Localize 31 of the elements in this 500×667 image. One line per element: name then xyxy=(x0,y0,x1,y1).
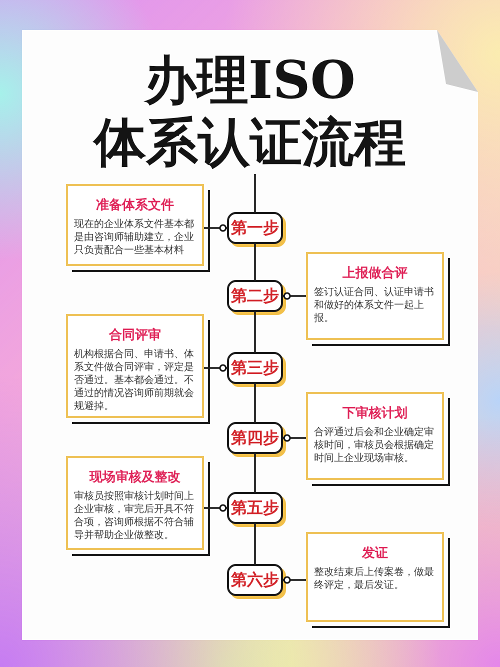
step-title: 现场审核及整改 xyxy=(88,469,182,486)
step-pill: 第六步 xyxy=(227,564,283,596)
step-description: 合评通过后会和企业确定审核时间，审核员会根据确定时间上企业现场审核。 xyxy=(314,426,435,465)
step-pill: 第三步 xyxy=(227,352,283,384)
timeline-line xyxy=(254,174,256,212)
step-title: 上报做合评 xyxy=(342,265,408,282)
connector-line xyxy=(204,504,227,512)
connector-line xyxy=(283,576,306,584)
connector-line xyxy=(283,434,306,442)
timeline-line xyxy=(254,384,256,422)
timeline-line xyxy=(254,312,256,352)
step-pill: 第四步 xyxy=(227,422,283,454)
timeline-line xyxy=(254,244,256,280)
step-description: 审核员按照审核计划时间上企业审核，审完后开具不符合项，咨询师根据不符合辅导并帮助企业做整改。 xyxy=(74,490,195,542)
step-description: 签订认证合同、认证申请书和做好的体系文件一起上报。 xyxy=(314,286,435,325)
step-description: 机构根据合同、申请书、体系文件做合同评审，评定是否通过。基本都会通过。不通过的情况咨询师前期就会规避掉。 xyxy=(74,348,195,413)
connector-line xyxy=(204,224,227,232)
step-pill: 第一步 xyxy=(227,212,283,244)
connector-line xyxy=(283,292,306,300)
step-description: 现在的企业体系文件基本都是由咨询师辅助建立，企业只负责配合一些基本材料 xyxy=(74,218,195,257)
step-pill: 第二步 xyxy=(227,280,283,312)
diagram-title: 办理ISO 体系认证流程 xyxy=(92,50,407,174)
step-description: 整改结束后上传案卷，做最终评定，最后发证。 xyxy=(314,566,435,592)
step-title: 下审核计划 xyxy=(342,405,408,422)
step-title: 发证 xyxy=(360,545,389,562)
timeline-line xyxy=(254,524,256,564)
connector-line xyxy=(204,364,227,372)
step-pill: 第五步 xyxy=(227,492,283,524)
step-title: 准备体系文件 xyxy=(95,197,175,214)
step-title: 合同评审 xyxy=(108,327,162,344)
timeline-line xyxy=(254,454,256,492)
